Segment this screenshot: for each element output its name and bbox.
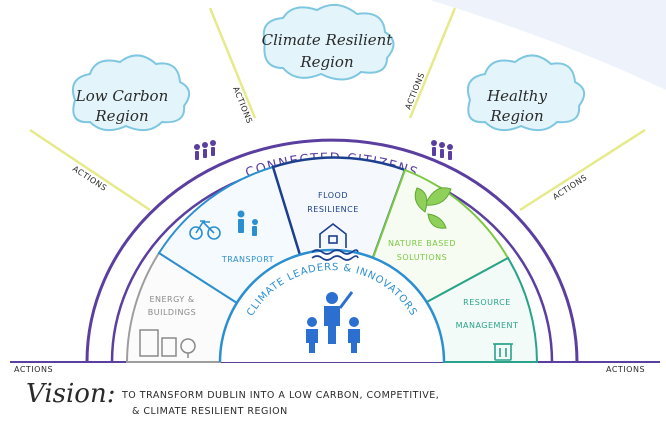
energy-label-line1: ENERGY & — [149, 295, 194, 304]
flood-label-line2: RESILIENCE — [307, 205, 359, 214]
cloud-group — [71, 3, 586, 132]
region-healthy-line1: Healthy — [486, 87, 547, 105]
family-walking-icon — [237, 210, 258, 236]
region-climate-resilient-line1: Climate Resilient — [262, 31, 394, 49]
region-low-carbon-line1: Low Carbon — [75, 87, 168, 105]
sector-wedges — [125, 156, 539, 363]
bicycle-icon — [189, 220, 221, 240]
actions-label-bottom-left: ACTIONS — [14, 365, 53, 374]
nature-label-line1: NATURE BASED — [388, 239, 456, 248]
energy-buildings-icon — [139, 329, 196, 358]
action-rays — [29, 7, 646, 212]
ray-upper-left — [208, 7, 257, 119]
leaf-icon — [414, 187, 452, 229]
resource-label-line2: MANAGEMENT — [456, 321, 519, 330]
flood-label-line1: FLOOD — [318, 191, 348, 200]
cloud-healthy — [466, 54, 586, 132]
nature-label-line2: SOLUTIONS — [397, 253, 447, 262]
actions-label-bottom-right: ACTIONS — [606, 365, 645, 374]
cloud-climate-resilient — [262, 3, 395, 81]
vision-label: Vision: — [26, 379, 115, 409]
people-icon-left — [194, 140, 216, 160]
resource-label-line1: RESOURCE — [463, 298, 511, 307]
people-icon-right — [431, 140, 453, 160]
ray-upper-right — [408, 7, 457, 119]
energy-label-line2: BUILDINGS — [148, 308, 196, 317]
outer-arc — [85, 138, 579, 363]
transport-label: TRANSPORT — [221, 255, 274, 264]
leaders-icon — [306, 291, 360, 353]
region-healthy-line2: Region — [489, 107, 543, 125]
house-flood-icon — [311, 222, 359, 261]
background-corner — [430, 0, 666, 90]
vision-line1: TO TRANSFORM DUBLIN INTO A LOW CARBON, C… — [121, 390, 439, 401]
ray-left — [29, 128, 151, 212]
region-low-carbon-line2: Region — [94, 107, 148, 125]
cloud-low-carbon — [71, 54, 191, 132]
recycle-bin-icon — [493, 343, 513, 361]
vision-line2: & CLIMATE RESILIENT REGION — [132, 406, 288, 417]
region-climate-resilient-line2: Region — [299, 53, 353, 71]
ray-right — [519, 128, 646, 212]
